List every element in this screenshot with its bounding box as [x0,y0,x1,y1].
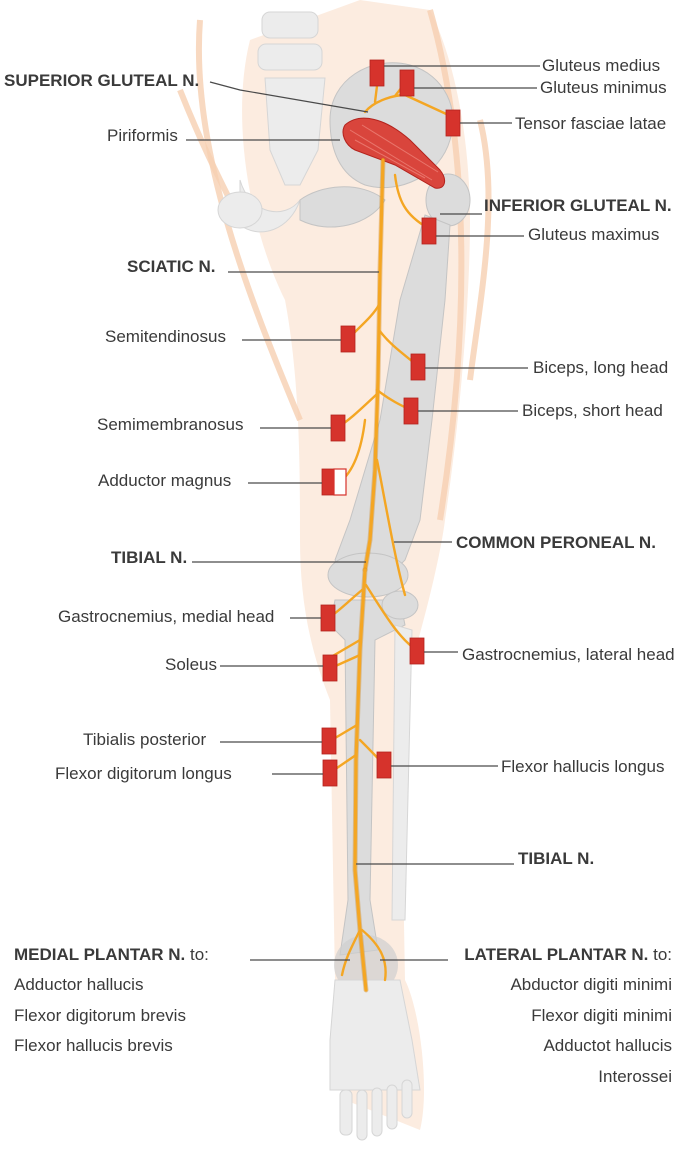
marker-soleus [322,654,338,682]
label-tibialis-posterior: Tibialis posterior [83,730,206,749]
pubis [299,186,386,228]
label-semitendinosus: Semitendinosus [105,327,226,346]
marker-semimembranosus [330,414,346,442]
marker-adductor-magnus-left [321,468,335,496]
lateral-plantar-nerve [360,928,387,982]
tarsals [329,979,421,1091]
pelvis-skeleton [217,11,454,233]
marker-biceps-long-head [410,353,426,381]
label-gastrocnemius-lateral: Gastrocnemius, lateral head [462,645,675,664]
marker-gastrocnemius-lateral [409,637,425,665]
label-gluteus-minimus: Gluteus minimus [540,78,667,97]
lateral-plantar-muscle-2: Flexor digiti minimi [531,1006,672,1025]
marker-flexor-hallucis-longus [376,751,392,779]
hand-contour [177,88,233,202]
piriformis-muscle [342,117,446,189]
label-tensor-fasciae-latae: Tensor fasciae latae [515,114,666,133]
fibula [391,624,413,921]
marker-gluteus-minimus [399,69,415,97]
label-piriformis: Piriformis [107,126,178,145]
sacrum [264,77,326,186]
medial-plantar-muscle-1: Adductor hallucis [14,975,143,994]
medial-plantar-nerve [340,928,362,977]
marker-biceps-short-head [403,397,419,425]
labels: SUPERIOR GLUTEAL N. Gluteus medius Glute… [4,56,675,1086]
lateral-plantar-suffix: to: [648,945,672,964]
label-gluteus-maximus: Gluteus maximus [528,225,659,244]
fibular-head [381,590,419,620]
lumbar-vertebra-1 [261,11,319,39]
label-biceps-long-head: Biceps, long head [533,358,668,377]
label-gastrocnemius-medial: Gastrocnemius, medial head [58,607,274,626]
medial-plantar-muscle-2: Flexor digitorum brevis [14,1006,186,1025]
label-common-peroneal: COMMON PERONEAL N. [456,533,656,552]
toe-5 [401,1079,413,1119]
label-adductor-magnus: Adductor magnus [98,471,231,490]
medial-plantar-muscle-3: Flexor hallucis brevis [14,1036,173,1055]
lumbar-vertebra-2 [257,43,323,71]
lateral-plantar-title: LATERAL PLANTAR N. [464,945,648,964]
left-ischium [217,191,263,229]
lateral-plantar-muscle-1: Abductor digiti minimi [510,975,672,994]
marker-gluteus-medius [369,59,385,87]
piriformis-fibers [349,124,439,181]
label-superior-gluteal: SUPERIOR GLUTEAL N. [4,71,199,90]
medial-plantar-suffix: to: [185,945,209,964]
toe-2 [356,1089,368,1141]
tibial-nerve [353,568,368,992]
marker-gastrocnemius-medial [320,604,336,632]
common-peroneal-nerve [375,458,407,597]
marker-semitendinosus [340,325,356,353]
sciatic-nerve [363,158,385,572]
label-tibial-upper: TIBIAL N. [111,548,187,567]
innervation-markers [320,59,461,787]
marker-flexor-digitorum-longus [322,759,338,787]
toe-1 [339,1089,353,1136]
toe-3 [371,1087,383,1137]
right-hip-contour [467,119,492,381]
leader-superior-gluteal [209,81,369,113]
label-tibial-lower: TIBIAL N. [518,849,594,868]
marker-gluteus-maximus [421,217,437,245]
medial-plantar-title: MEDIAL PLANTAR N. [14,945,185,964]
label-medial-plantar: MEDIAL PLANTAR N. to: [14,945,209,964]
muscles [342,117,446,189]
label-inferior-gluteal: INFERIOR GLUTEAL N. [484,196,672,215]
label-soleus: Soleus [165,655,217,674]
lateral-plantar-muscle-4: Interossei [598,1067,672,1086]
marker-adductor-magnus-right [333,468,347,496]
marker-tibialis-posterior [321,727,337,755]
label-flexor-hallucis-longus: Flexor hallucis longus [501,757,664,776]
leader-lines [186,65,540,961]
right-contour [427,9,465,521]
label-flexor-digitorum-longus: Flexor digitorum longus [55,764,232,783]
marker-tensor-fasciae-latae [445,109,461,137]
lateral-plantar-muscle-3: Adductot hallucis [543,1036,672,1055]
label-semimembranosus: Semimembranosus [97,415,243,434]
foot-bones [329,935,421,1141]
toe-4 [386,1084,398,1130]
label-lateral-plantar: LATERAL PLANTAR N. to: [464,945,672,964]
label-gluteus-medius: Gluteus medius [542,56,660,75]
label-sciatic: SCIATIC N. [127,257,215,276]
label-biceps-short-head: Biceps, short head [522,401,663,420]
